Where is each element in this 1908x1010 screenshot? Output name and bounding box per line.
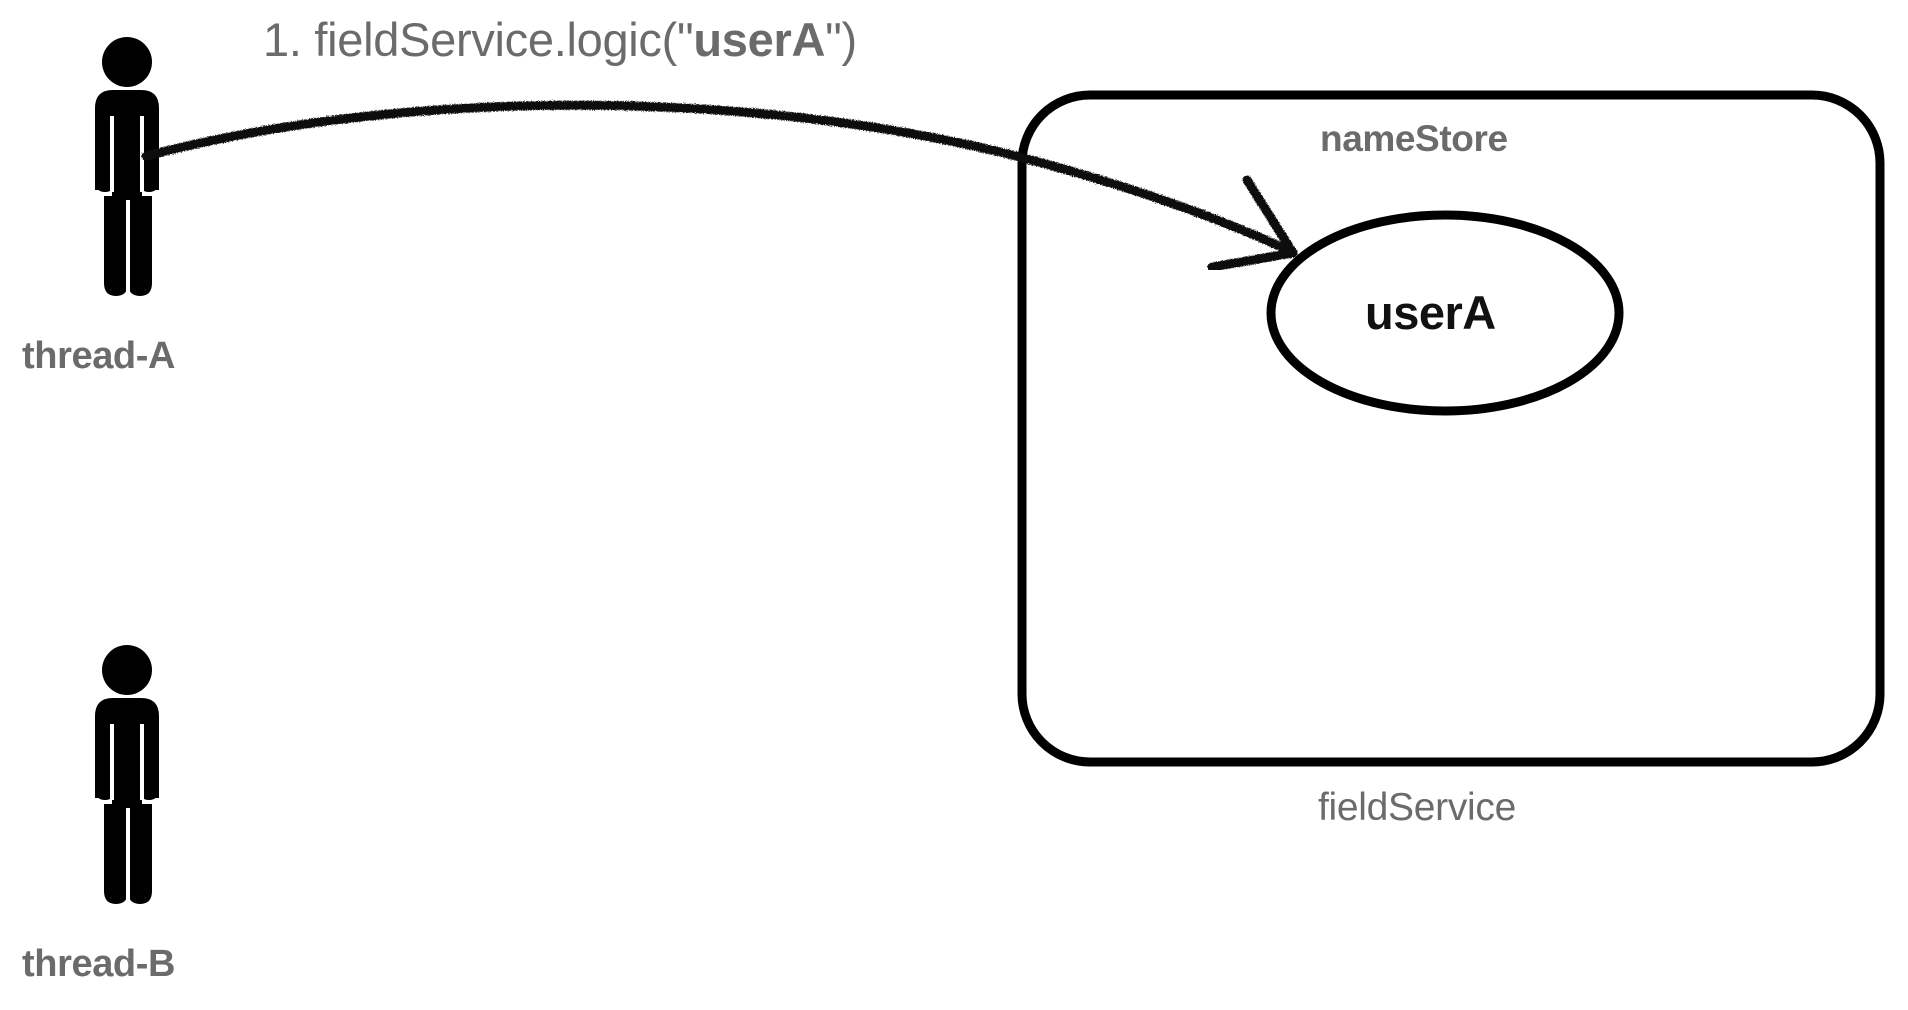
person-icon-thread-a — [95, 37, 159, 298]
namestore-label: nameStore — [1320, 118, 1508, 159]
usera-node-ellipse — [1266, 210, 1624, 416]
fieldservice-container — [1017, 90, 1885, 767]
call-label-argument: userA — [693, 13, 826, 66]
call-label-suffix: ") — [825, 13, 857, 66]
call-arrow — [141, 100, 1298, 272]
person-icon-thread-b — [95, 645, 159, 906]
call-label-prefix: fieldService.logic(" — [314, 13, 694, 66]
fieldservice-label: fieldService — [1318, 786, 1516, 829]
usera-node-label: userA — [1365, 286, 1496, 339]
call-label-step: 1. — [263, 13, 315, 66]
actor-label-thread-b: thread-B — [22, 943, 176, 985]
actor-label-thread-a: thread-A — [22, 335, 176, 377]
call-label: 1. fieldService.logic("userA") — [263, 16, 857, 63]
